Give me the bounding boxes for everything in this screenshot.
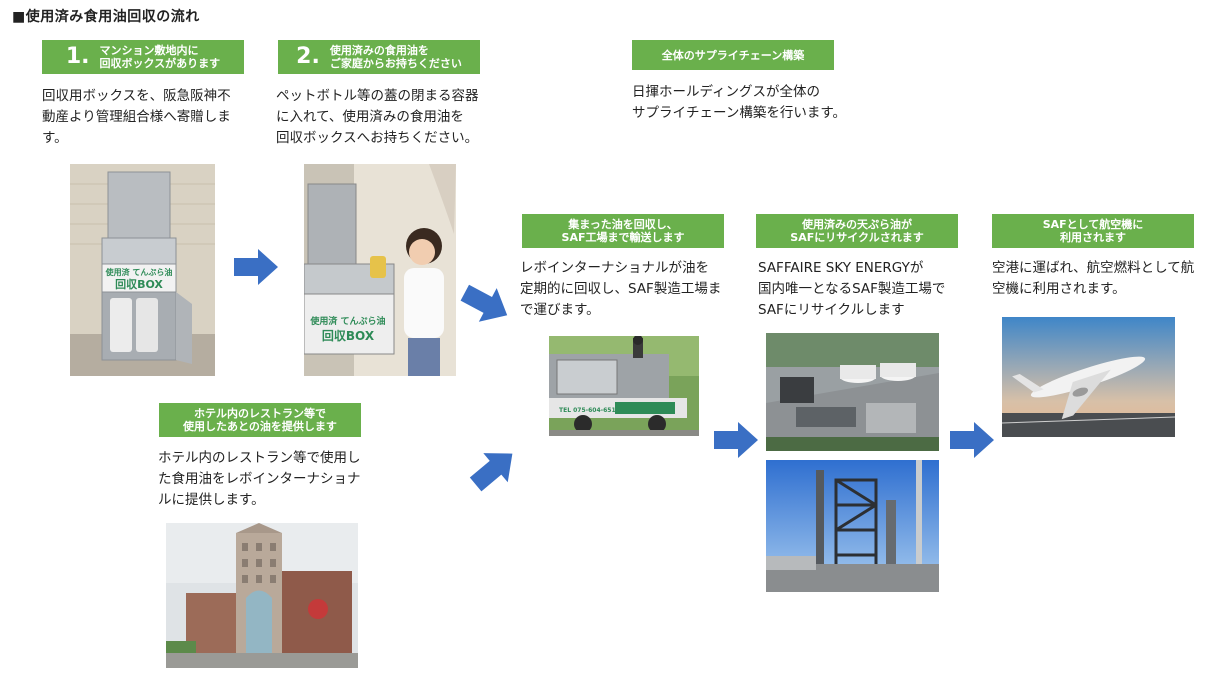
- recycle-desc-line2: 国内唯一となるSAF製造工場で: [758, 281, 946, 297]
- step2-label: 2. 使用済みの食用油をご家庭からお持ちください: [278, 40, 480, 74]
- aviation-desc-line2: 空機に利用されます。: [992, 281, 1126, 297]
- step2-number: 2.: [296, 44, 320, 69]
- aviation-description: 空港に運ばれ、航空燃料として航 空機に利用されます。: [992, 258, 1206, 300]
- collect-label: 集まった油を回収し、SAF工場まで輸送します: [522, 214, 724, 248]
- child-pouring-oil-photo: 使用済 てんぷら油 回収BOX: [304, 164, 456, 376]
- box-text-line1-b: 使用済 てんぷら油: [309, 315, 385, 327]
- collect-desc-line2: 定期的に回収し、SAF製造工場ま: [520, 281, 722, 297]
- truck-phone-text: TEL 075-604-6510: [559, 407, 620, 414]
- arrow-down-right-icon: [460, 284, 508, 322]
- box-text-line2-b: 回収BOX: [322, 329, 375, 343]
- hotel-description: ホテル内のレストラン等で使用し た食用油をレボインターナショナ ルに提供します。: [158, 448, 388, 511]
- step2-label-line2: ご家庭からお持ちください: [329, 57, 462, 70]
- step2-desc-line2: に入れて、使用済みの食用油を: [276, 109, 464, 125]
- hotel-desc-line3: ルに提供します。: [158, 492, 265, 508]
- step1-label-line1: マンション敷地内に: [99, 44, 199, 57]
- step2-label-line1: 使用済みの食用油を: [329, 44, 429, 57]
- page-title: ■使用済み食用油回収の流れ: [12, 9, 200, 25]
- step1-label-line2: 回収ボックスがあります: [99, 57, 221, 70]
- supply-chain-description: 日揮ホールディングスが全体の サプライチェーン構築を行います。: [632, 82, 892, 124]
- hotel-label-line1: ホテル内のレストラン等で: [193, 407, 326, 420]
- aviation-label: SAFとして航空機に利用されます: [992, 214, 1194, 248]
- collect-desc-line3: で運びます。: [520, 302, 600, 318]
- airplane-takeoff-photo: [1002, 317, 1175, 437]
- arrow-right-icon-2: [714, 422, 758, 458]
- supply-desc-line2: サプライチェーン構築を行います。: [632, 105, 846, 121]
- arrow-right-icon-3: [950, 422, 994, 458]
- step2-desc-line1: ペットボトル等の蓋の閉まる容器: [276, 88, 479, 104]
- supply-desc-line1: 日揮ホールディングスが全体の: [632, 84, 821, 100]
- aviation-label-line1: SAFとして航空機に: [1042, 218, 1144, 231]
- box-text-line1: 使用済 てんぷら油: [105, 267, 173, 277]
- hotel-label-line2: 使用したあとの油を提供します: [183, 420, 337, 433]
- collect-label-line1: 集まった油を回収し、: [568, 218, 678, 231]
- collect-desc-line1: レボインターナショナルが油を: [520, 260, 709, 276]
- hotel-desc-line2: た食用油をレボインターナショナ: [158, 471, 361, 487]
- recycle-label-line1: 使用済みの天ぷら油が: [802, 218, 912, 231]
- step1-desc-line2: 動産より管理組合様へ寄贈しま: [42, 109, 231, 125]
- collection-box-photo: 使用済 てんぷら油 回収BOX: [70, 164, 215, 376]
- collect-label-line2: SAF工場まで輸送します: [561, 231, 685, 244]
- hotel-label: ホテル内のレストラン等で使用したあとの油を提供します: [159, 403, 361, 437]
- recycle-label-line2: SAFにリサイクルされます: [790, 231, 924, 244]
- saf-plant-aerial-photo: [766, 333, 939, 451]
- step1-label: 1. マンション敷地内に回収ボックスがあります: [42, 40, 244, 74]
- aviation-desc-line1: 空港に運ばれ、航空燃料として航: [992, 260, 1195, 276]
- recycle-description: SAFFAIRE SKY ENERGYが 国内唯一となるSAF製造工場で SAF…: [758, 258, 988, 321]
- arrow-right-icon: [234, 249, 278, 285]
- collection-truck-photo: TEL 075-604-6510: [549, 336, 699, 436]
- arrow-up-right-icon: [469, 453, 513, 492]
- box-text-line2: 回収BOX: [115, 277, 163, 291]
- step1-desc-line3: す。: [42, 130, 68, 146]
- recycle-desc-line3: SAFにリサイクルします: [758, 302, 905, 318]
- hotel-desc-line1: ホテル内のレストラン等で使用し: [158, 450, 361, 466]
- step1-description: 回収用ボックスを、阪急阪神不 動産より管理組合様へ寄贈しま す。: [42, 86, 252, 149]
- collect-description: レボインターナショナルが油を 定期的に回収し、SAF製造工場ま で運びます。: [520, 258, 740, 321]
- step2-desc-line3: 回収ボックスへお持ちください。: [276, 130, 479, 146]
- recycle-desc-line1: SAFFAIRE SKY ENERGYが: [758, 260, 924, 276]
- saf-plant-tower-photo: [766, 460, 939, 592]
- step1-number: 1.: [65, 44, 90, 69]
- supply-chain-label-text: 全体のサプライチェーン構築: [661, 48, 805, 62]
- step2-description: ペットボトル等の蓋の閉まる容器 に入れて、使用済みの食用油を 回収ボックスへお持…: [276, 86, 496, 149]
- aviation-label-line2: 利用されます: [1060, 231, 1126, 244]
- supply-chain-label: 全体のサプライチェーン構築: [632, 40, 834, 70]
- step1-desc-line1: 回収用ボックスを、阪急阪神不: [42, 88, 231, 104]
- hotel-building-photo: [166, 523, 358, 668]
